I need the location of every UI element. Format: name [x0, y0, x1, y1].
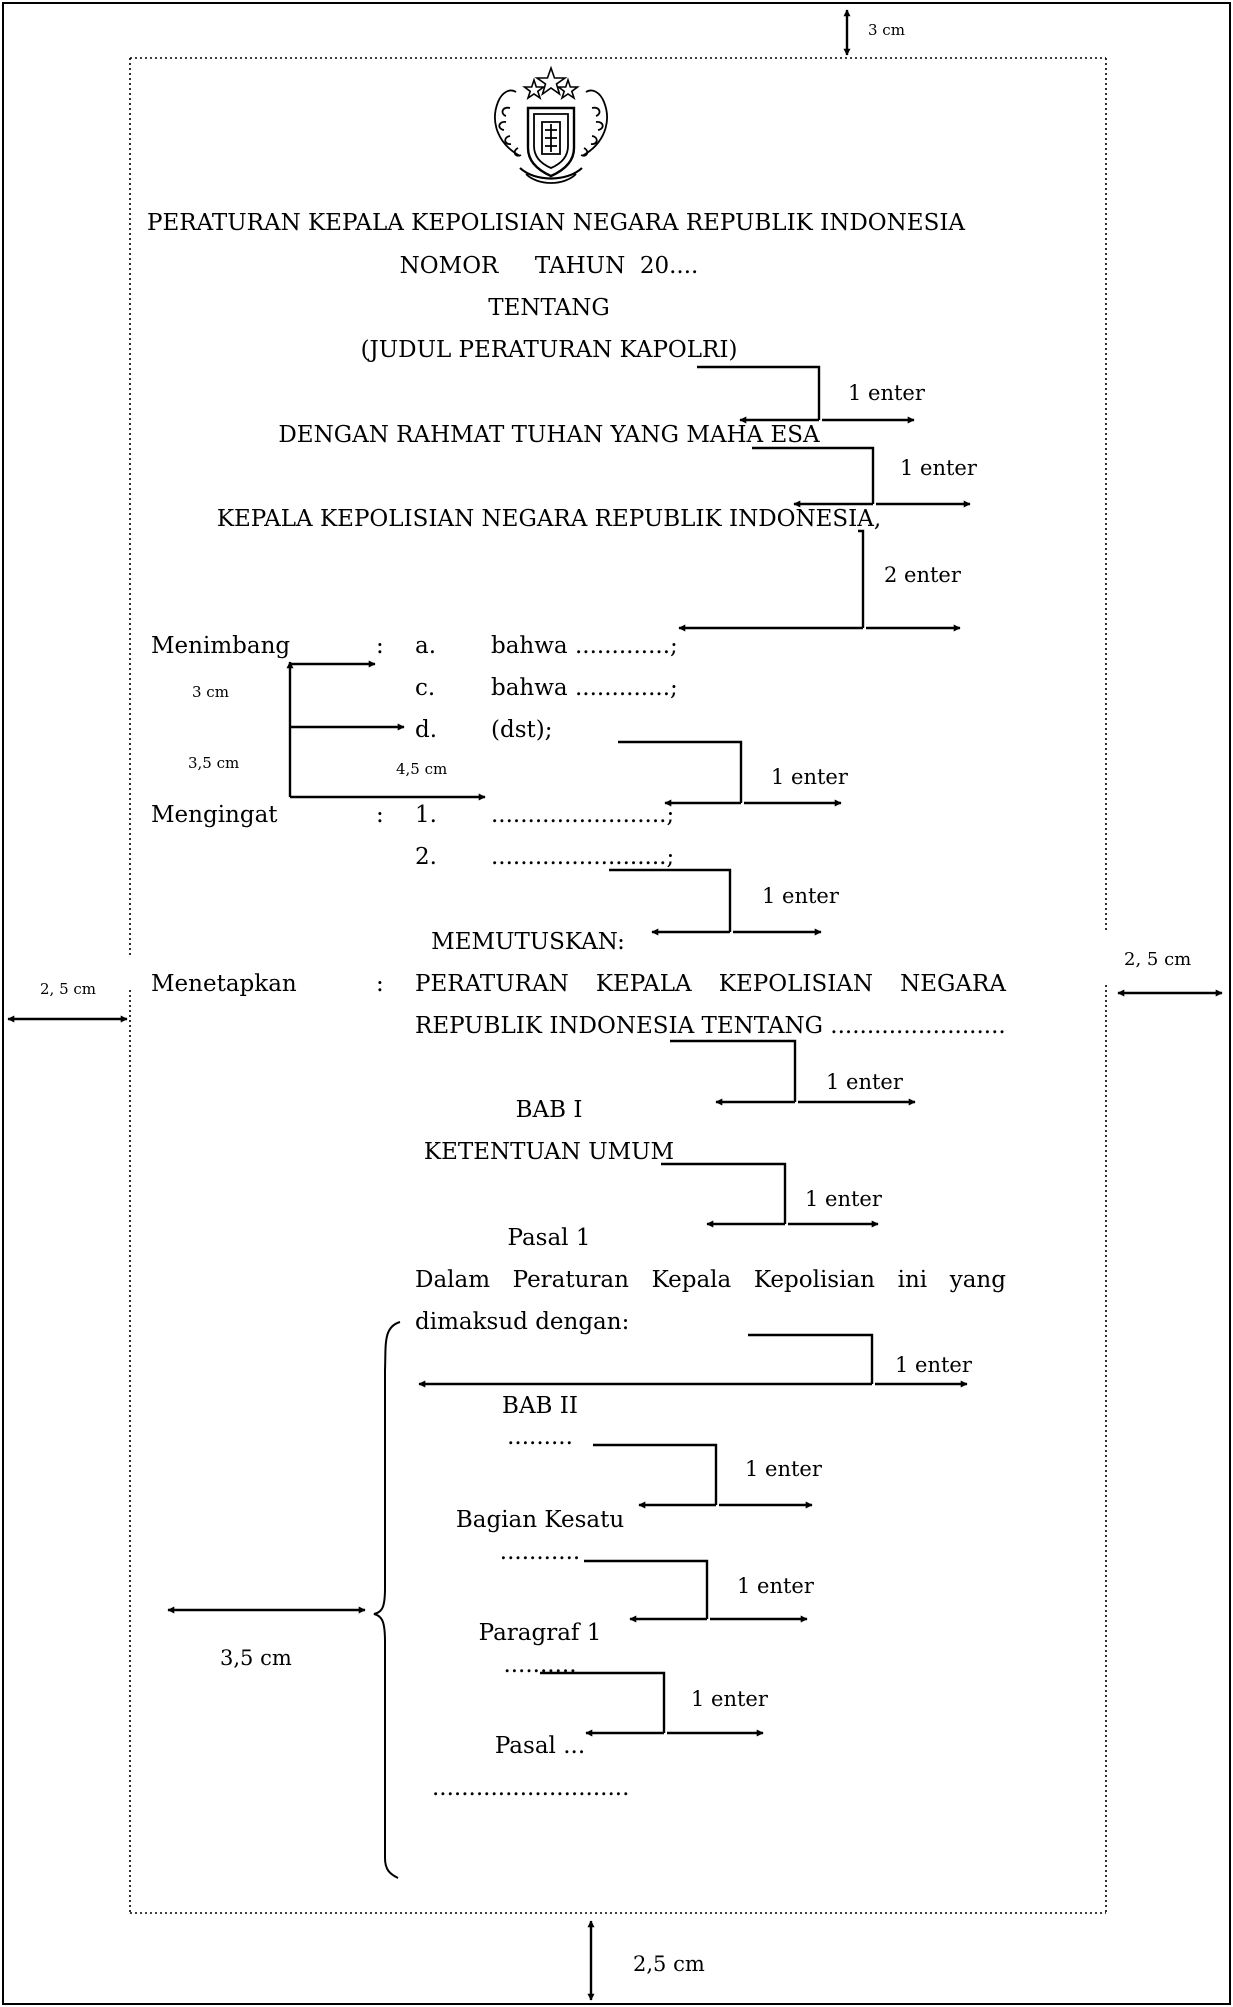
word: KEPOLISIAN: [718, 971, 874, 997]
brace-width-label: 3,5 cm: [220, 1646, 292, 1670]
pasal-n-heading: Pasal ...: [494, 1733, 586, 1759]
enter-connector-7: [661, 1162, 879, 1228]
margin-frame: [129, 57, 1107, 1914]
enter-label: 1 enter: [826, 1070, 903, 1094]
enter-connector-11: [540, 1671, 764, 1737]
indent-label: 3 cm: [192, 683, 229, 701]
bab-2-title-placeholder: .........: [507, 1424, 573, 1450]
word: Kepala: [651, 1267, 732, 1293]
enter-label: 2 enter: [884, 563, 961, 587]
enter-label: 1 enter: [848, 381, 925, 405]
item-marker: a.: [415, 633, 437, 659]
item-text: (dst);: [491, 717, 553, 743]
pasal-1-heading: Pasal 1: [507, 1225, 591, 1251]
enter-connector-3: [678, 529, 961, 632]
word: KEPALA: [595, 971, 692, 997]
enter-connector-8: [418, 1333, 968, 1388]
colon: :: [376, 802, 384, 828]
word: yang: [949, 1267, 1006, 1293]
word: PERATURAN: [415, 971, 569, 997]
bab-1-heading: BAB I: [515, 1097, 583, 1123]
enter-label: 1 enter: [771, 765, 848, 789]
bab-2-heading: BAB II: [502, 1393, 578, 1419]
left-margin-label: 2, 5 cm: [40, 980, 97, 998]
item-marker: 2.: [415, 844, 437, 870]
enter-connector-4: [618, 740, 842, 807]
menetapkan-line-2: REPUBLIK INDONESIA TENTANG .............…: [415, 1013, 1006, 1039]
menetapkan-label: Menetapkan: [151, 971, 297, 997]
enter-label: 1 enter: [691, 1687, 768, 1711]
word: Peraturan: [512, 1267, 629, 1293]
invocation-line: DENGAN RAHMAT TUHAN YANG MAHA ESA: [278, 422, 820, 448]
regulation-number: NOMOR TAHUN 20....: [399, 253, 699, 279]
item-text: ........................;: [491, 802, 675, 828]
definition-line-2: dimaksud dengan:: [415, 1309, 630, 1335]
item-text: ........................;: [491, 844, 675, 870]
enter-connector-9: [593, 1443, 813, 1509]
issuer-line: KEPALA KEPOLISIAN NEGARA REPUBLIK INDONE…: [216, 506, 882, 532]
item-text: bahwa .............;: [491, 675, 678, 701]
enter-label: 1 enter: [805, 1187, 882, 1211]
memutuskan-heading: MEMUTUSKAN:: [431, 929, 625, 955]
regulation-subject: (JUDUL PERATURAN KAPOLRI): [360, 337, 738, 363]
colon: :: [376, 633, 384, 659]
word: ini: [897, 1267, 928, 1293]
enter-label: 1 enter: [895, 1353, 972, 1377]
top-margin-label: 3 cm: [868, 21, 905, 39]
bagian-title-placeholder: ...........: [499, 1539, 581, 1565]
tentang-label: TENTANG: [488, 295, 610, 321]
body-brace: [373, 1321, 401, 1879]
bottom-margin-label: 2,5 cm: [633, 1952, 705, 1976]
paragraf-heading: Paragraf 1: [478, 1620, 602, 1646]
indent-arrows: [286, 660, 486, 801]
menimbang-label: Menimbang: [151, 633, 291, 659]
right-margin-label: 2, 5 cm: [1124, 949, 1192, 970]
enter-label: 1 enter: [900, 456, 977, 480]
word: Dalam: [415, 1267, 491, 1293]
enter-connector-2: [752, 446, 971, 508]
regulation-title: PERATURAN KEPALA KEPOLISIAN NEGARA REPUB…: [146, 210, 966, 236]
enter-connector-5: [609, 868, 822, 936]
bagian-heading: Bagian Kesatu: [455, 1507, 625, 1533]
definition-line-1: Dalam Peraturan Kepala Kepolisian ini ya…: [415, 1266, 1006, 1294]
word: NEGARA: [900, 971, 1006, 997]
enter-connector-1: [697, 365, 915, 424]
police-emblem-icon: [494, 65, 608, 184]
enter-connector-10: [584, 1559, 808, 1623]
word: Kepolisian: [753, 1267, 875, 1293]
enter-connector-6: [670, 1039, 916, 1106]
item-marker: d.: [415, 717, 438, 743]
indent-label: 3,5 cm: [188, 754, 240, 772]
item-marker: 1.: [415, 802, 437, 828]
enter-label: 1 enter: [762, 884, 839, 908]
item-text: bahwa .............;: [491, 633, 678, 659]
pasal-content-placeholder: ...........................: [432, 1775, 630, 1801]
indent-label: 4,5 cm: [396, 760, 448, 778]
paragraf-title-placeholder: ..........: [503, 1652, 577, 1678]
enter-label: 1 enter: [737, 1574, 814, 1598]
colon: :: [376, 971, 384, 997]
ketentuan-umum-heading: KETENTUAN UMUM: [423, 1139, 675, 1165]
item-marker: c.: [415, 675, 436, 701]
mengingat-label: Mengingat: [151, 802, 278, 828]
enter-label: 1 enter: [745, 1457, 822, 1481]
menetapkan-line-1: PERATURAN KEPALA KEPOLISIAN NEGARA: [415, 970, 1006, 998]
